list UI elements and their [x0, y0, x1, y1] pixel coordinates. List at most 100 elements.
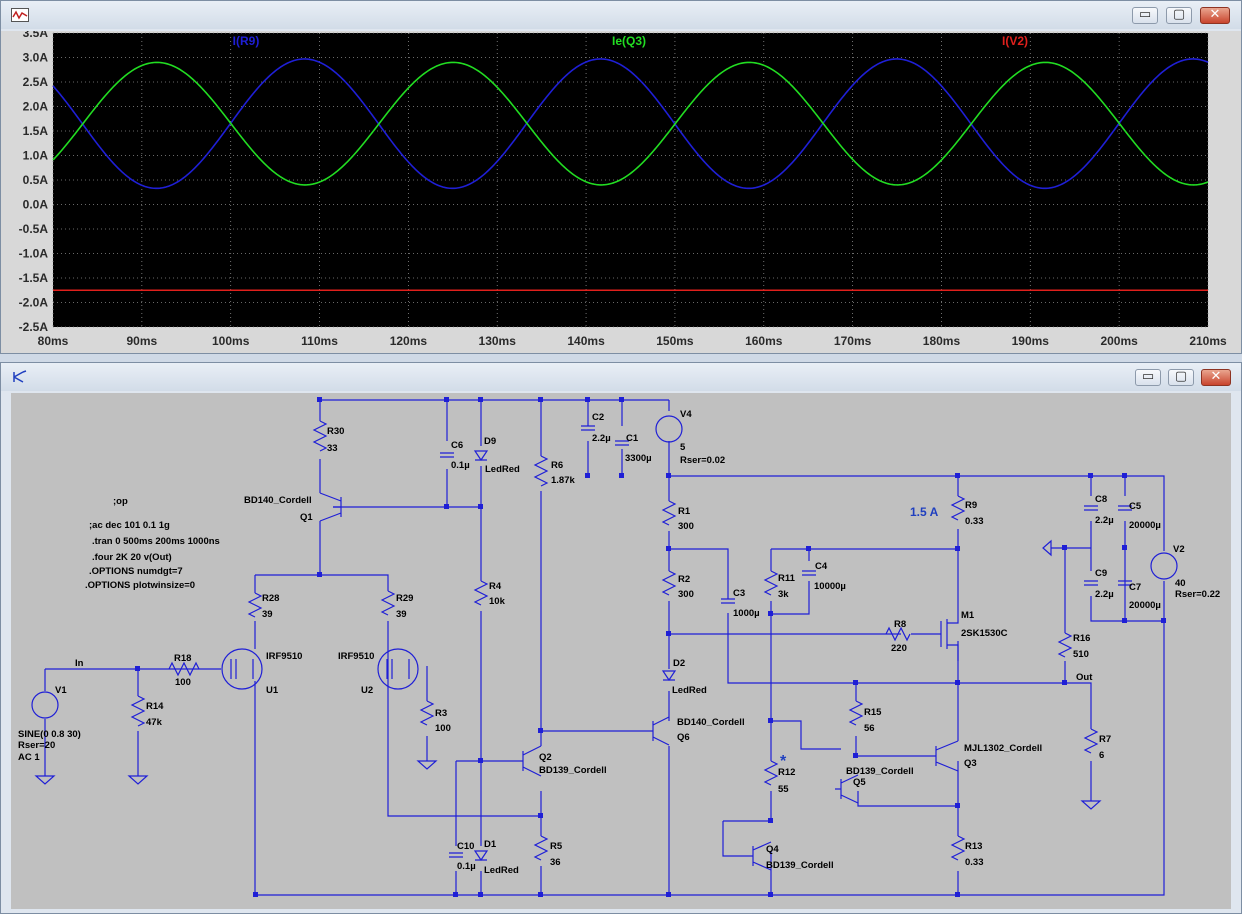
part-value: BD139_Cordell — [766, 860, 834, 871]
waveform-titlebar[interactable]: ▭ ▢ ✕ — [1, 1, 1241, 29]
part-label: R29 — [396, 593, 413, 604]
x-tick-label: 160ms — [745, 334, 783, 348]
part-value: 39 — [396, 609, 407, 620]
part-value: 55 — [778, 784, 789, 795]
resistor-symbol[interactable] — [950, 495, 966, 521]
trace-ie-q3[interactable] — [52, 61, 1209, 186]
maximize-button[interactable]: ▢ — [1168, 369, 1194, 386]
part-value: 20000µ — [1129, 600, 1161, 611]
part-value: 0.33 — [965, 857, 984, 868]
y-tick-label: 3.0A — [23, 51, 49, 65]
close-button[interactable]: ✕ — [1201, 369, 1231, 386]
x-tick-label: 130ms — [479, 334, 517, 348]
resistor-symbol[interactable] — [885, 626, 911, 642]
part-value: 47k — [146, 717, 163, 728]
part-value: 5 — [680, 442, 686, 453]
resistor-symbol[interactable] — [1057, 632, 1073, 658]
x-tick-label: 180ms — [923, 334, 961, 348]
resistor-symbol[interactable] — [533, 835, 549, 861]
trace-label[interactable]: Ie(Q3) — [612, 34, 646, 48]
part-label: Q4 — [766, 844, 779, 855]
part-label: R30 — [327, 426, 344, 437]
bjt-symbol[interactable] — [835, 774, 859, 804]
mosfet-symbol[interactable] — [221, 648, 263, 690]
part-value: MJL1302_Cordell — [964, 743, 1042, 754]
part-label: Q2 — [539, 752, 552, 763]
schematic-titlebar[interactable]: ▭ ▢ ✕ — [1, 363, 1241, 391]
led-symbol[interactable] — [473, 450, 677, 862]
resistor-symbol[interactable] — [312, 420, 328, 452]
resistor-symbol[interactable] — [380, 590, 396, 616]
part-label: R14 — [146, 701, 164, 712]
part-value: 3k — [778, 589, 789, 600]
directive-text[interactable]: .tran 0 500ms 200ms 1000ns — [92, 536, 220, 547]
part-value: IRF9510 — [266, 651, 302, 662]
part-label: R13 — [965, 841, 982, 852]
minimize-button[interactable]: ▭ — [1132, 7, 1158, 24]
part-label: D1 — [484, 839, 497, 850]
voltage-source-symbol[interactable] — [655, 415, 683, 443]
resistor-symbol[interactable] — [661, 500, 677, 526]
bjt-symbol[interactable] — [641, 716, 670, 746]
part-value: LedRed — [485, 464, 520, 475]
schematic-canvas[interactable]: R30 33 BD140_Cordell Q1 C6 0.1µ D9 LedRe… — [11, 393, 1231, 909]
directive-text[interactable]: ;op — [113, 496, 128, 507]
schematic-app-icon — [13, 370, 27, 383]
resistor-symbol[interactable] — [533, 455, 549, 487]
mosfet-symbol[interactable] — [377, 648, 419, 690]
bjt-symbol[interactable] — [319, 492, 342, 522]
resistor-symbol[interactable] — [763, 760, 779, 786]
part-value: BD140_Cordell — [677, 717, 745, 728]
trace-i-r9[interactable] — [52, 58, 1209, 190]
trace-label[interactable]: I(R9) — [233, 34, 260, 48]
resistor-symbol[interactable] — [950, 835, 966, 861]
resistor-symbol[interactable] — [247, 592, 263, 618]
part-value: 2.2µ — [1095, 589, 1114, 600]
part-label: R4 — [489, 581, 502, 592]
directive-text[interactable]: .OPTIONS numdgt=7 — [89, 566, 183, 577]
x-tick-label: 80ms — [38, 334, 69, 348]
resistor-symbol[interactable] — [1083, 728, 1099, 754]
bjt-symbol[interactable] — [746, 841, 772, 871]
plot-area[interactable] — [53, 33, 1208, 327]
part-label: R28 — [262, 593, 279, 604]
part-label: V1 — [55, 685, 67, 696]
resistor-symbol[interactable] — [661, 570, 677, 596]
bjt-symbol[interactable] — [935, 740, 959, 772]
part-value: Rser=0.22 — [1175, 589, 1220, 600]
close-icon: ✕ — [1209, 7, 1221, 22]
part-value: 1.87k — [551, 475, 575, 486]
directive-text[interactable]: .four 2K 20 v(Out) — [92, 552, 172, 563]
part-label: M1 — [961, 610, 975, 621]
mosfet-symbol[interactable] — [940, 606, 959, 661]
resistor-symbol[interactable] — [419, 700, 435, 726]
resistor-symbol[interactable] — [763, 570, 779, 596]
part-value: 300 — [678, 589, 694, 600]
resistor-symbol[interactable] — [130, 695, 146, 727]
resistor-symbol[interactable] — [473, 580, 489, 606]
voltage-source-symbol[interactable] — [1150, 552, 1178, 580]
directive-text[interactable]: ;ac dec 101 0.1 1g — [89, 520, 170, 531]
voltage-source-symbol[interactable] — [31, 691, 59, 719]
current-annotation[interactable]: 1.5 A — [910, 505, 939, 519]
waveform-plot[interactable]: 3.5A3.0A2.5A2.0A1.5A1.0A0.5A0.0A-0.5A-1.… — [1, 31, 1241, 353]
y-tick-label: -2.0A — [19, 296, 49, 310]
y-tick-label: 1.5A — [23, 124, 49, 138]
part-value: SINE(0 0.8 30) — [18, 729, 81, 740]
resistor-symbol[interactable] — [168, 661, 200, 677]
ground-symbol — [1042, 539, 1052, 557]
trace-label[interactable]: I(V2) — [1002, 34, 1028, 48]
part-label: R16 — [1073, 633, 1090, 644]
resistor-symbol[interactable] — [848, 700, 864, 726]
part-label: C9 — [1095, 568, 1107, 579]
part-value: BD139_Cordell — [539, 765, 607, 776]
maximize-button[interactable]: ▢ — [1166, 7, 1192, 24]
close-button[interactable]: ✕ — [1200, 7, 1230, 24]
waveform-app-icon — [11, 8, 29, 22]
minimize-button[interactable]: ▭ — [1135, 369, 1161, 386]
part-value: 100 — [175, 677, 191, 688]
bjt-symbol[interactable] — [511, 745, 542, 777]
directive-text[interactable]: .OPTIONS plotwinsize=0 — [85, 580, 195, 591]
capacitor-symbol[interactable] — [440, 425, 1132, 858]
